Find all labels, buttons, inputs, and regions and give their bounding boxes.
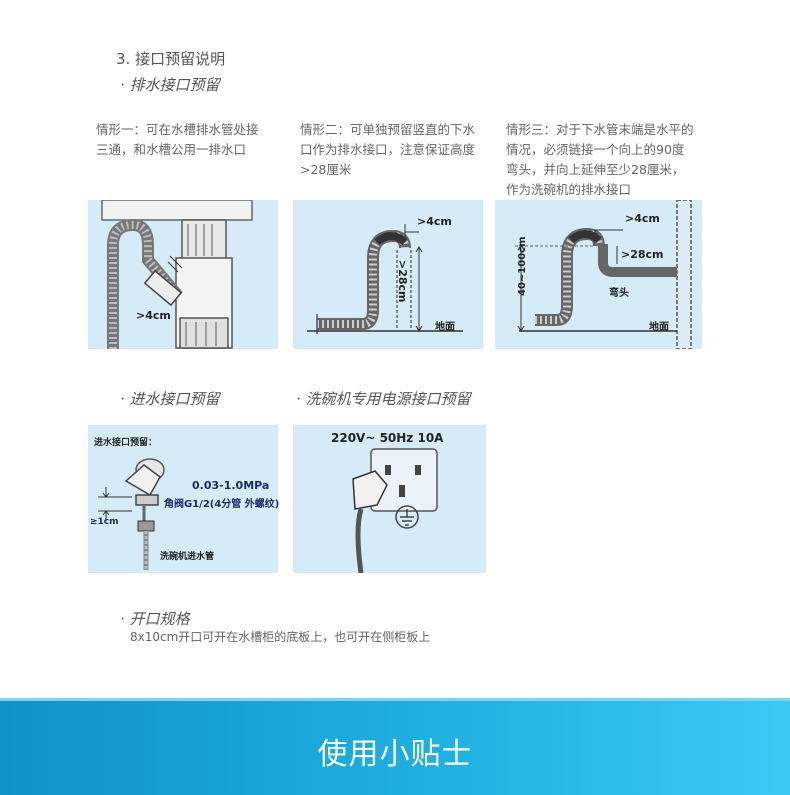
inlet-section-title: · 进水接口预留 — [120, 390, 220, 408]
vertical-top-clearance-label: >4cm — [417, 215, 452, 228]
tips-banner: 使用小贴士 — [0, 698, 790, 795]
inlet-valve-illustration — [98, 458, 165, 570]
tips-banner-title: 使用小贴士 — [317, 737, 473, 772]
elbow-range-label: 40~100cm — [517, 236, 528, 296]
vertical-height-label: >28cm — [396, 260, 409, 303]
opening-description: 8x10cm开口可开在水槽柜的底板上，也可开在侧柜板上 — [130, 630, 431, 644]
drain-case2-text: 情形二：可单独预留竖直的下水口作为排水接口，注意保证高度>28厘米 — [300, 122, 476, 177]
tee-illustration — [101, 200, 253, 349]
drain-diagram-elbow: >4cm >28cm 40~100cm 弯头 地面 — [495, 200, 702, 349]
inlet-pressure-label: 0.03-1.0MPa — [192, 479, 270, 492]
inlet-diagram: 进水接口预留： 0.03-1.0MPa 角阀G1/2(4分管 外螺纹) ≥1cm… — [88, 425, 280, 573]
vertical-drain-illustration — [307, 224, 463, 334]
elbow-floor-label: 地面 — [649, 322, 669, 333]
elbow-drain-illustration — [515, 200, 692, 349]
drain-diagram-vertical: >4cm >28cm 地面 — [293, 200, 483, 349]
power-section-title: · 洗碗机专用电源接口预留 — [296, 390, 471, 408]
vertical-floor-label: 地面 — [435, 322, 455, 333]
opening-section-title: · 开口规格 — [120, 610, 190, 628]
elbow-height-label: >28cm — [621, 248, 664, 261]
drain-case3-text: 情形三：对于下水管末端是水平的情况，必须链接一个向上的90度弯头，并向上延伸至少… — [506, 122, 694, 197]
drain-case1-text: 情形一：可在水槽排水管处接三通，和水槽公用一排水口 — [96, 122, 259, 157]
tee-clearance-label: >4cm — [136, 309, 171, 322]
inlet-clearance-label: ≥1cm — [90, 517, 119, 527]
power-diagram: 220V~ 50Hz 10A — [293, 425, 486, 573]
inlet-pipe-label: 洗碗机进水管 — [160, 552, 215, 562]
section-title: 3. 接口预留说明 — [116, 50, 226, 68]
power-socket-illustration — [352, 448, 438, 573]
inlet-heading-label: 进水接口预留： — [94, 438, 158, 448]
drain-section-title: · 排水接口预留 — [120, 76, 220, 94]
inlet-valve-label: 角阀G1/2(4分管 外螺纹) — [164, 499, 280, 510]
power-spec-label: 220V~ 50Hz 10A — [331, 431, 444, 445]
elbow-top-clearance-label: >4cm — [625, 212, 660, 225]
elbow-label: 弯头 — [609, 288, 629, 299]
drain-diagram-tee: >4cm — [88, 200, 278, 349]
